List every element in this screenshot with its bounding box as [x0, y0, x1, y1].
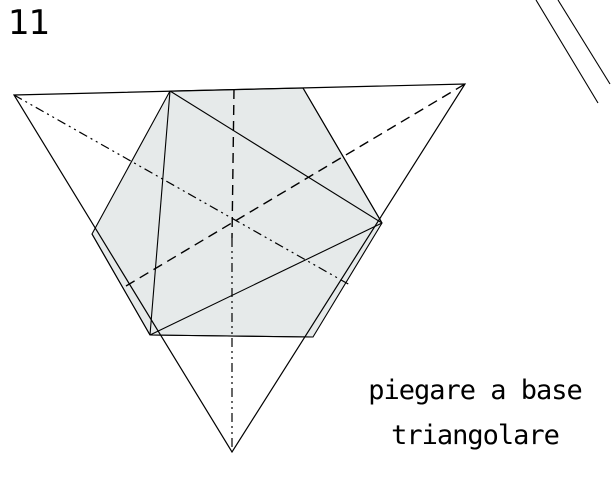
- fold-instruction-line-1: piegare a base: [368, 375, 583, 406]
- fold-instruction-line-2: triangolare: [391, 420, 560, 451]
- step-number: 11: [8, 3, 50, 43]
- valley-fold-line: [125, 83, 466, 287]
- mountain-fold-lines: [13, 94, 351, 452]
- outer-triangle: [12, 83, 467, 454]
- vertical-valley-fold-line: [231, 88, 235, 239]
- crease-lines: [91, 87, 383, 338]
- folded-layer-shaded: [91, 87, 383, 338]
- adjacent-step-fragment: [535, 0, 611, 104]
- fold-instruction: piegare a base triangolare: [336, 368, 614, 458]
